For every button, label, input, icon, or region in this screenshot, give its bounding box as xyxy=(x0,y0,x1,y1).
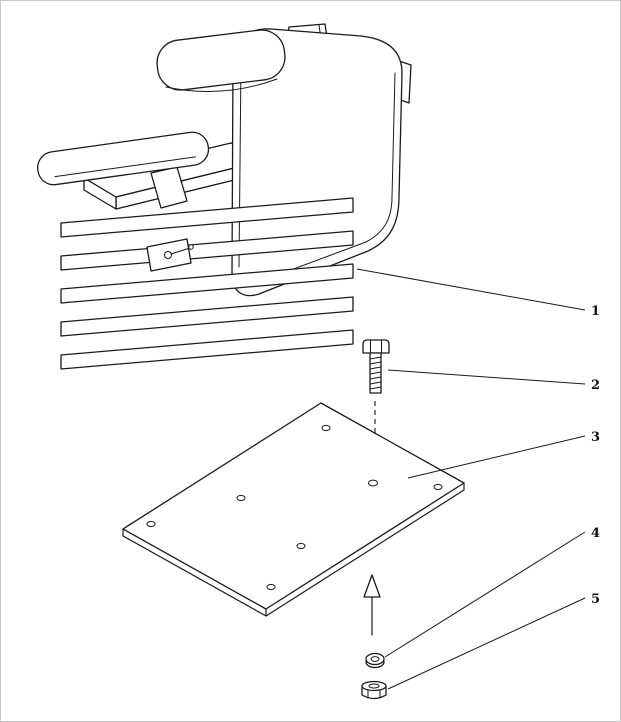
suspension-slat xyxy=(60,329,354,370)
armrest xyxy=(37,131,210,186)
suspension-slat xyxy=(60,230,354,271)
callout-1: 1 xyxy=(591,304,600,319)
adjustment-lever xyxy=(146,238,194,272)
bolt-threads xyxy=(369,356,382,390)
plate-hole xyxy=(296,542,306,550)
plate-center-hole xyxy=(368,479,378,487)
callout-4: 4 xyxy=(591,526,600,541)
plate-hole xyxy=(146,520,156,528)
plate-hole xyxy=(321,424,331,432)
plate-hole xyxy=(266,583,276,591)
suspension-slat xyxy=(60,197,354,238)
bolt xyxy=(362,339,390,394)
callout-5: 5 xyxy=(591,592,600,607)
leader-lines xyxy=(356,268,586,690)
callout-labels: 1 2 3 4 5 xyxy=(591,304,600,607)
bolt-head xyxy=(362,339,390,354)
plate-top-face xyxy=(122,402,465,610)
backrest xyxy=(231,28,403,297)
plate-thickness-edge xyxy=(122,482,465,617)
plate-hole xyxy=(433,483,443,491)
top-roll-cushion xyxy=(156,29,286,92)
suspension-slat xyxy=(60,296,354,337)
leader-line-5 xyxy=(387,597,586,690)
mounting-plate xyxy=(122,402,465,617)
suspension-stack xyxy=(60,197,354,370)
leader-line-4 xyxy=(384,531,586,658)
leader-line-3 xyxy=(407,435,586,479)
suspension-slat xyxy=(60,263,354,304)
plate-hole xyxy=(236,494,246,502)
callout-3: 3 xyxy=(591,430,600,445)
seat-assembly xyxy=(37,23,412,370)
leader-line-2 xyxy=(387,369,586,385)
nut xyxy=(361,680,387,700)
washer xyxy=(365,652,385,669)
assembly-arrow-up xyxy=(363,574,381,636)
leader-line-1 xyxy=(356,268,586,311)
callout-2: 2 xyxy=(591,378,600,393)
